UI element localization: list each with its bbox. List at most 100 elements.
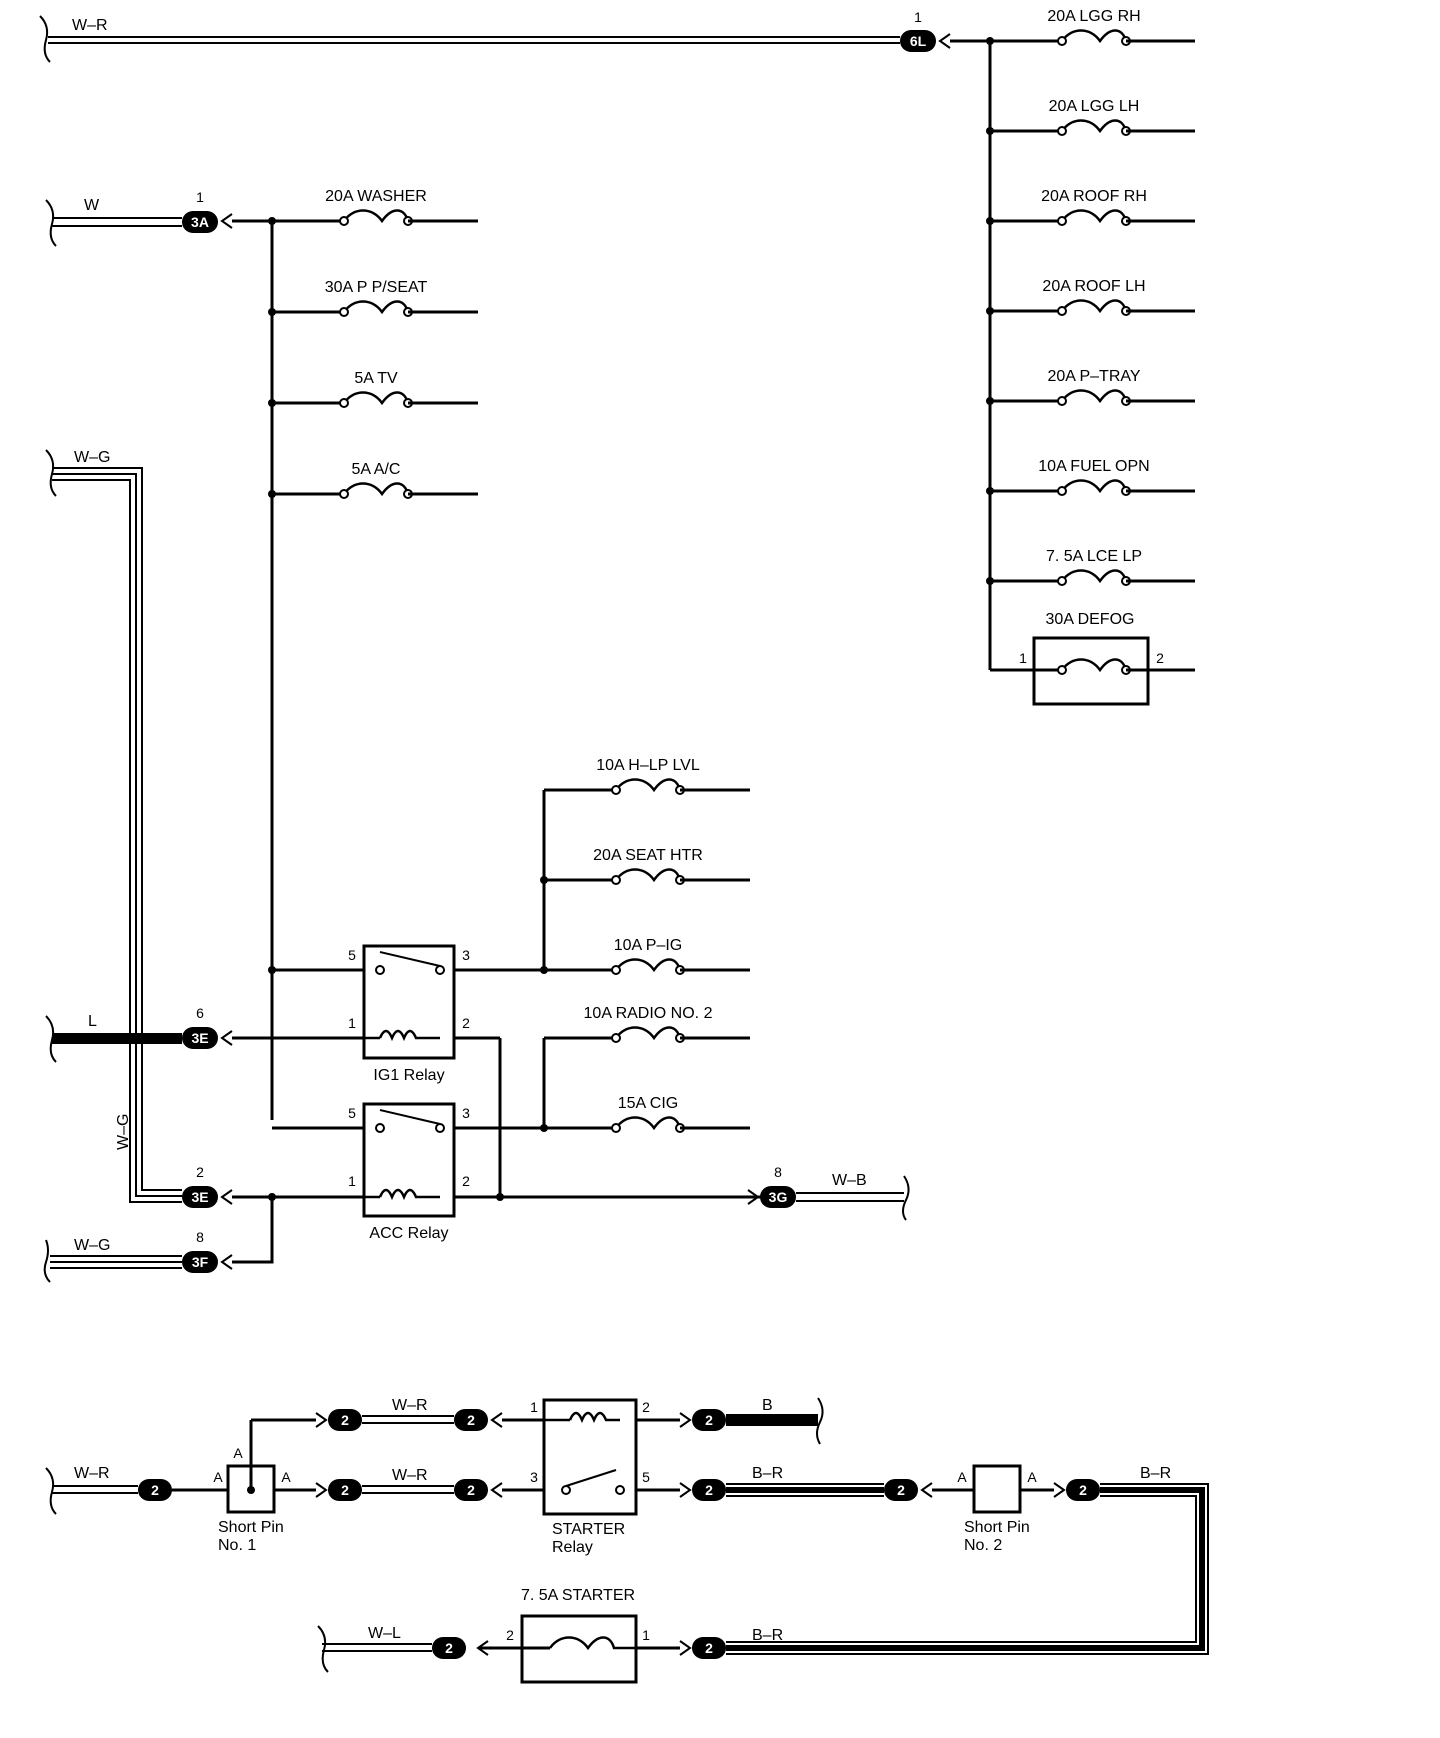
- svg-text:5: 5: [642, 1469, 650, 1485]
- fuse-ac: 5A A/C: [268, 461, 478, 499]
- fuse-label: 20A P–TRAY: [1047, 368, 1140, 385]
- svg-text:2: 2: [1156, 650, 1164, 666]
- svg-text:1: 1: [1019, 650, 1027, 666]
- svg-text:3E: 3E: [191, 1030, 208, 1046]
- svg-text:2: 2: [151, 1482, 159, 1498]
- fuse-cig: 15A CIG: [540, 1095, 750, 1133]
- svg-text:W–L: W–L: [368, 1625, 401, 1642]
- svg-text:1: 1: [642, 1627, 650, 1643]
- wire-label-top: W–R: [72, 17, 108, 34]
- svg-text:2: 2: [897, 1482, 905, 1498]
- fuse-label: 7. 5A LCE LP: [1046, 548, 1142, 565]
- fuse-label: 20A WASHER: [325, 188, 427, 205]
- fuse-p-tray: 20A P–TRAY: [986, 368, 1195, 406]
- svg-text:5: 5: [348, 1105, 356, 1121]
- svg-text:2: 2: [445, 1640, 453, 1656]
- svg-text:2: 2: [467, 1412, 475, 1428]
- svg-text:W–R: W–R: [392, 1467, 428, 1484]
- fuse-p-ig: 10A P–IG: [540, 937, 750, 975]
- left-fuse-bank: 20A WASHER 30A P P/SEAT 5A TV: [268, 188, 478, 499]
- svg-text:8: 8: [774, 1164, 782, 1180]
- connector-3g: 3G 8: [747, 1164, 796, 1208]
- svg-text:W–R: W–R: [74, 1465, 110, 1482]
- top-wr-wire: W–R: [39, 15, 900, 63]
- acc-relay-label: ACC Relay: [369, 1225, 448, 1242]
- fuse-label: 20A LGG RH: [1047, 8, 1140, 25]
- fuse-label: 20A ROOF LH: [1042, 278, 1145, 295]
- defog-fuse: 30A DEFOG 1 2: [990, 611, 1195, 706]
- fuse-roof-lh: 20A ROOF LH: [986, 278, 1195, 316]
- svg-text:1: 1: [348, 1015, 356, 1031]
- svg-text:L: L: [88, 1013, 97, 1030]
- svg-text:A: A: [1027, 1469, 1037, 1485]
- svg-text:3: 3: [462, 947, 470, 963]
- fuse-label: 5A TV: [354, 370, 398, 387]
- svg-text:2: 2: [506, 1627, 514, 1643]
- fuse-seat-htr: 20A SEAT HTR: [540, 847, 750, 885]
- svg-text:B–R: B–R: [1140, 1465, 1171, 1482]
- svg-text:2: 2: [705, 1640, 713, 1656]
- fuse-lce-lp: 7. 5A LCE LP: [986, 548, 1195, 586]
- fuse-radio-no-2: 10A RADIO NO. 2: [544, 1005, 750, 1043]
- svg-text:Relay: Relay: [552, 1539, 593, 1556]
- svg-text:2: 2: [341, 1412, 349, 1428]
- fuse-lgg-lh: 20A LGG LH: [986, 98, 1195, 136]
- fuse-label: 20A LGG LH: [1049, 98, 1140, 115]
- mid-fuse-bank: 10A H–LP LVL 20A SEAT HTR 10A P–IG: [540, 757, 750, 1133]
- acc-relay: 5 3 1 2 ACC Relay: [272, 1102, 770, 1242]
- fuse-fuel-opn: 10A FUEL OPN: [986, 458, 1195, 496]
- svg-text:W–G: W–G: [115, 1114, 132, 1150]
- connector-3e-2: 3E 2: [182, 1164, 233, 1208]
- svg-text:3F: 3F: [192, 1254, 209, 1270]
- svg-text:1: 1: [530, 1399, 538, 1415]
- fuse-h-lp-lvl: 10A H–LP LVL: [544, 757, 750, 795]
- starter-circuit: W–R 2 A A A Short Pin No. 1 2 W–R 2 2 W–…: [45, 1397, 1209, 1684]
- svg-text:No. 2: No. 2: [964, 1537, 1002, 1554]
- fuse-label: 30A P P/SEAT: [325, 279, 428, 296]
- svg-text:2: 2: [642, 1399, 650, 1415]
- starter-fuse-label: 7. 5A STARTER: [521, 1587, 635, 1604]
- svg-text:3: 3: [462, 1105, 470, 1121]
- svg-text:2: 2: [462, 1173, 470, 1189]
- svg-text:W–B: W–B: [832, 1172, 867, 1189]
- wg-wire: W–G W–G: [45, 449, 182, 1203]
- svg-text:B: B: [762, 1397, 773, 1414]
- connector-3a: 3A 1: [182, 189, 233, 233]
- connector-6l: 6L 1: [900, 9, 951, 52]
- svg-text:2: 2: [705, 1482, 713, 1498]
- right-fuse-bank: 20A LGG RH 20A LGG LH 20A ROOF RH: [986, 8, 1195, 586]
- defog-label: 30A DEFOG: [1046, 611, 1135, 628]
- ig1-relay-label: IG1 Relay: [373, 1067, 444, 1084]
- svg-text:1: 1: [914, 9, 922, 25]
- fuse-label: 5A A/C: [352, 461, 401, 478]
- svg-text:Short Pin: Short Pin: [964, 1519, 1030, 1536]
- svg-text:5: 5: [348, 947, 356, 963]
- svg-text:3A: 3A: [191, 214, 209, 230]
- svg-text:A: A: [281, 1469, 291, 1485]
- svg-text:B–R: B–R: [752, 1627, 783, 1644]
- wg-bottom-wire: W–G: [43, 1237, 182, 1283]
- svg-text:3: 3: [530, 1469, 538, 1485]
- fuse-label: 20A ROOF RH: [1041, 188, 1147, 205]
- svg-text:A: A: [233, 1445, 243, 1461]
- l-feed-wire: L: [45, 1013, 182, 1063]
- svg-text:2: 2: [1079, 1482, 1087, 1498]
- svg-text:2: 2: [462, 1015, 470, 1031]
- fuse-lgg-rh: 20A LGG RH: [986, 8, 1195, 46]
- svg-text:2: 2: [341, 1482, 349, 1498]
- connector-3f: 3F 8: [182, 1229, 233, 1273]
- fuse-roof-rh: 20A ROOF RH: [986, 188, 1195, 226]
- svg-text:3G: 3G: [769, 1189, 788, 1205]
- svg-text:1: 1: [196, 189, 204, 205]
- svg-text:W–R: W–R: [392, 1397, 428, 1414]
- fuse-label: 15A CIG: [618, 1095, 678, 1112]
- ig1-relay: 5 3 1 2 IG1 Relay: [268, 944, 544, 1197]
- svg-text:3E: 3E: [191, 1189, 208, 1205]
- connector-3e-6: 3E 6: [182, 1005, 233, 1049]
- svg-text:STARTER: STARTER: [552, 1521, 625, 1538]
- svg-text:W–G: W–G: [74, 1237, 110, 1254]
- svg-text:2: 2: [196, 1164, 204, 1180]
- svg-text:Short Pin: Short Pin: [218, 1519, 284, 1536]
- svg-text:B–R: B–R: [752, 1465, 783, 1482]
